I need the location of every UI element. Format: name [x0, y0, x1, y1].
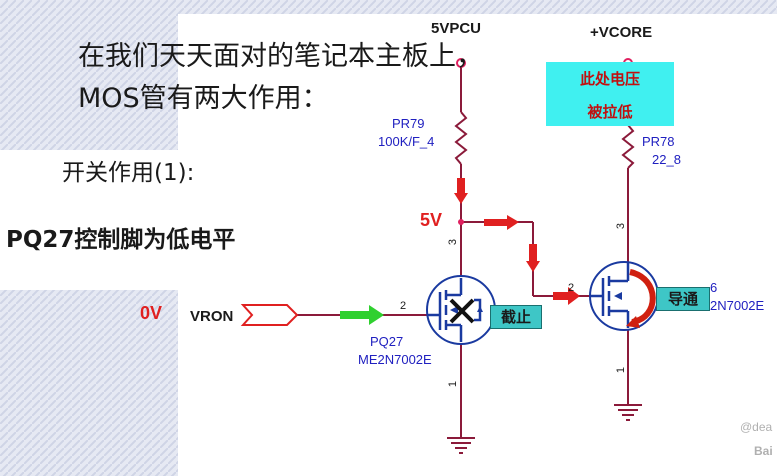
- right-mosfet: [589, 261, 659, 331]
- section-note: PQ27控制脚为低电平: [6, 227, 236, 253]
- pin-right-gate: 2: [568, 282, 575, 294]
- ground-right: [614, 404, 642, 421]
- vron-connector: [240, 304, 299, 326]
- 5vpcu-terminal: [456, 58, 466, 68]
- watermark-line-1: @dea: [740, 420, 773, 434]
- callout-line-2: 被拉低: [587, 103, 633, 121]
- voltage-pulled-low-callout: 此处电压 被拉低: [546, 62, 674, 126]
- callout-line-1: 此处电压: [579, 70, 640, 88]
- pq27-name: PQ27: [370, 334, 404, 349]
- title-line-1: 在我们天天面对的笔记本主板上，: [78, 41, 483, 72]
- pr78-value: 22_8: [652, 152, 681, 167]
- pin-left-source: 1: [447, 380, 460, 388]
- right-fet-part: 2N7002E: [710, 298, 765, 313]
- label-5vpcu: 5VPCU: [431, 20, 482, 37]
- section-heading: 开关作用(1):: [62, 160, 195, 186]
- current-arrows-red: [454, 178, 580, 305]
- label-vcore: +VCORE: [590, 24, 653, 41]
- pin-right-drain: 3: [615, 222, 628, 230]
- node-5v-dot: [458, 219, 464, 225]
- node-voltage-label: 5V: [420, 210, 443, 230]
- pr78-resistor: [621, 124, 635, 169]
- pin-left-drain: 3: [447, 238, 460, 246]
- signal-arrow-green: [340, 305, 384, 325]
- pq27-part: ME2N7002E: [358, 352, 432, 367]
- pr79-name: PR79: [392, 116, 425, 131]
- input-voltage-label: 0V: [140, 303, 163, 323]
- pr79-value: 100K/F_4: [378, 134, 435, 149]
- title-line-2: MOS管有两大作用：: [78, 83, 329, 114]
- right-fet-ref: 6: [710, 280, 718, 295]
- pin-left-gate: 2: [400, 300, 407, 312]
- ground-left: [447, 437, 475, 454]
- pr78-name: PR78: [642, 134, 675, 149]
- pq27-mosfet: [426, 275, 496, 345]
- pin-right-source: 1: [615, 366, 628, 374]
- pr79-resistor: [454, 111, 468, 165]
- input-net-label: VRON: [190, 308, 234, 325]
- watermark-line-2: Bai: [754, 444, 773, 458]
- right-fet-on-tag: 导通: [656, 287, 710, 311]
- pq27-off-tag: 截止: [490, 305, 542, 329]
